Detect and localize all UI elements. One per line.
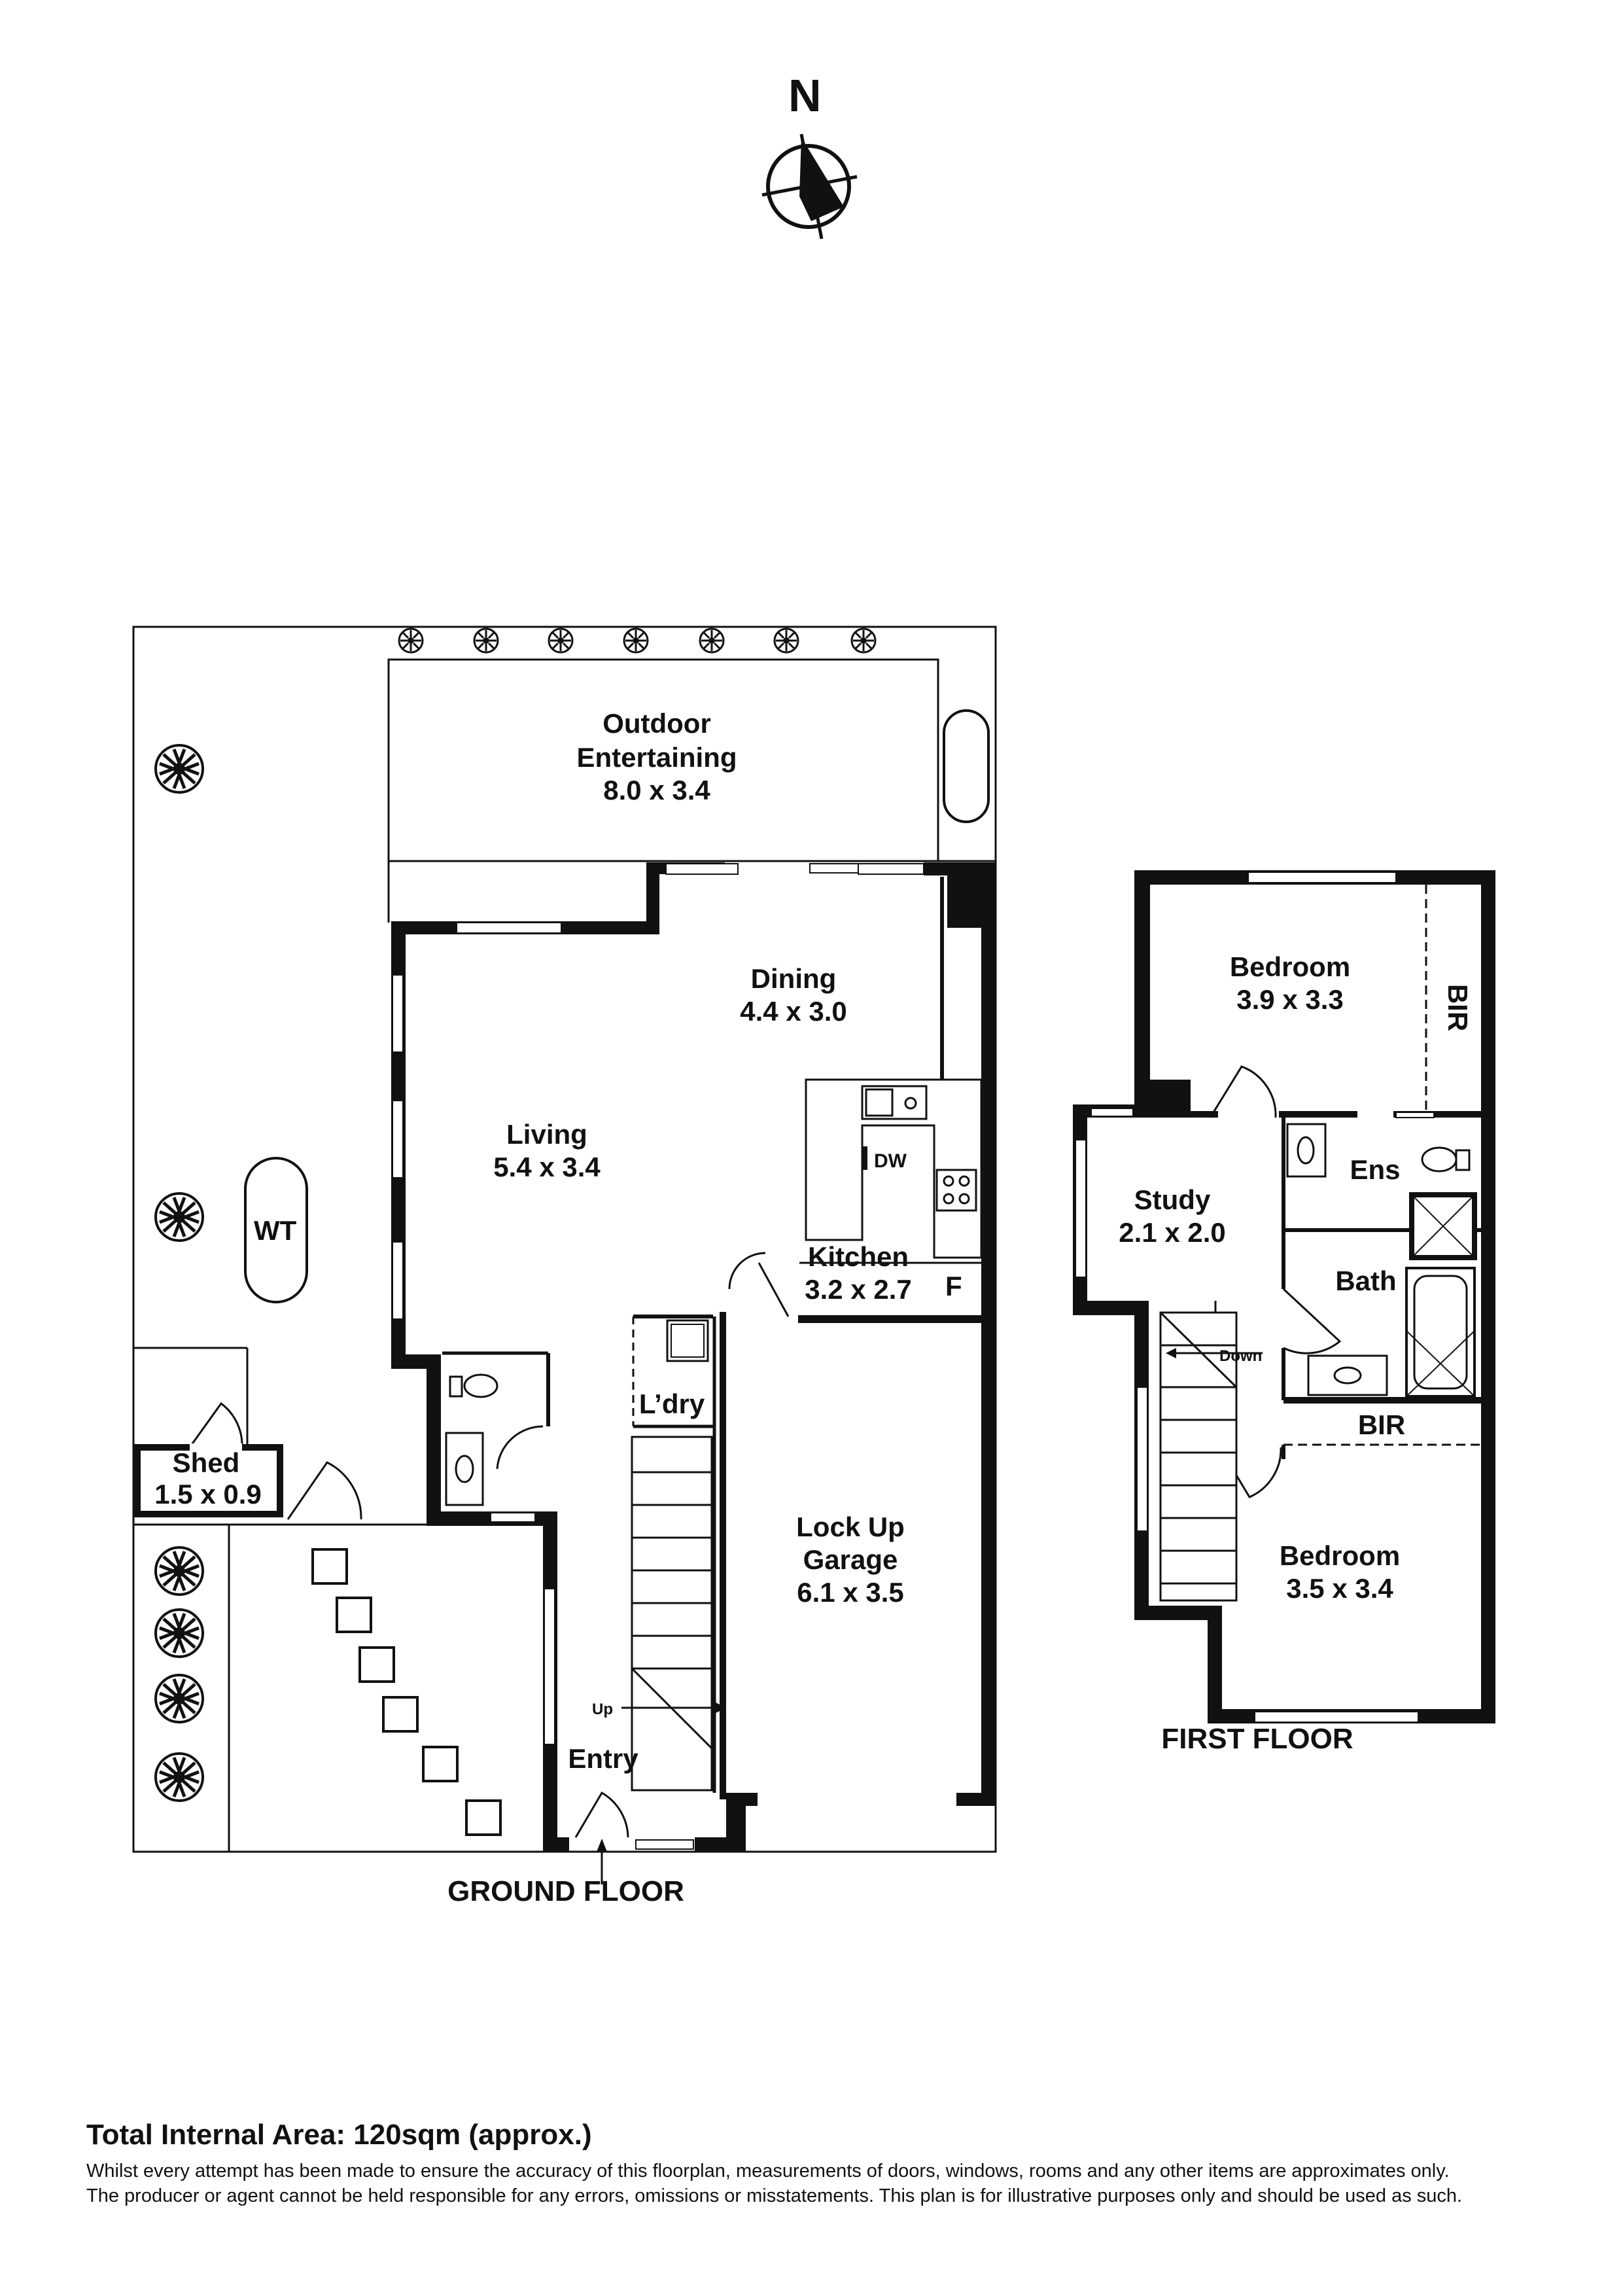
vanity: [445, 1432, 484, 1506]
dining-name: Dining: [751, 963, 837, 994]
garden-trees: [156, 745, 203, 1801]
bedroom1-name: Bedroom: [1230, 951, 1350, 982]
rain-tank: [943, 709, 990, 823]
water-tank: [244, 1157, 308, 1303]
laundry-tub: [666, 1319, 709, 1362]
kitchen-door: [728, 1252, 766, 1290]
shed-name: Shed: [173, 1447, 240, 1478]
toilet: [463, 1373, 498, 1398]
hedge-shrubs: [398, 627, 877, 654]
cooktop: [935, 1169, 977, 1212]
bath-door: [1282, 1288, 1342, 1354]
bedroom1-size: 3.9 x 3.3: [1236, 984, 1343, 1015]
powder-door: [496, 1425, 544, 1470]
study-size: 2.1 x 2.0: [1119, 1217, 1225, 1248]
compass-arrow: [799, 137, 844, 221]
kitchen-name: Kitchen: [808, 1241, 909, 1272]
bedroom1-door: [1209, 1065, 1277, 1118]
kitchen-size: 3.2 x 2.7: [805, 1274, 911, 1305]
bedroom2-door: [1217, 1444, 1282, 1498]
study-name: Study: [1134, 1184, 1211, 1215]
bedroom2-size: 3.5 x 3.4: [1286, 1573, 1393, 1604]
dishwasher-label: DW: [874, 1150, 907, 1172]
north-label: N: [788, 70, 822, 121]
ground-floor-title: GROUND FLOOR: [447, 1875, 684, 1907]
first-floor-title: FIRST FLOOR: [1161, 1723, 1353, 1755]
stairs-up-label: Up: [592, 1701, 613, 1718]
stairs-down-label: Down: [1219, 1347, 1262, 1365]
ensuite-toilet: [1421, 1146, 1457, 1173]
dishwasher-box: [862, 1146, 867, 1170]
first-windows: [1075, 872, 1435, 1723]
kitchen-bench: [805, 1078, 983, 1259]
laundry-name: L’dry: [639, 1388, 705, 1419]
outdoor-entertaining-size: 8.0 x 3.4: [603, 775, 710, 805]
ground-windows: [392, 863, 924, 1850]
first-stairs: [1159, 1311, 1263, 1602]
fridge-label: F: [945, 1271, 962, 1301]
north-compass: N: [761, 70, 858, 239]
ensuite-vanity: [1286, 1123, 1327, 1178]
ground-stairs: [621, 1436, 726, 1792]
water-tank-label: WT: [254, 1215, 297, 1246]
stepping-stones: [311, 1548, 502, 1836]
living-size: 5.4 x 3.4: [493, 1152, 601, 1182]
first-floor-plan: Down Bedroom 3.9 x 3.3 BIR Study 2.1 x 2…: [1073, 870, 1495, 1755]
entry-name: Entry: [568, 1743, 638, 1774]
bath-name: Bath: [1335, 1265, 1396, 1296]
ground-floor-plan: WT: [132, 626, 997, 1907]
compass-circle: [766, 144, 851, 229]
garage-size: 6.1 x 3.5: [797, 1577, 903, 1608]
disclaimer-line-1: Whilst every attempt has been made to en…: [86, 2161, 1450, 2181]
ensuite-name: Ens: [1350, 1154, 1400, 1185]
bir-horizontal-label: BIR: [1358, 1409, 1405, 1440]
bedroom2-name: Bedroom: [1280, 1540, 1400, 1571]
shed-size: 1.5 x 0.9: [154, 1479, 261, 1510]
bath-vanity: [1307, 1354, 1388, 1396]
entry-door: [574, 1791, 629, 1838]
bir-vertical-label: BIR: [1442, 984, 1473, 1031]
sink: [861, 1085, 928, 1120]
dining-size: 4.4 x 3.0: [740, 996, 846, 1027]
total-internal-area: Total Internal Area: 120sqm (approx.): [86, 2119, 592, 2151]
disclaimer-line-2: The producer or agent cannot be held res…: [86, 2185, 1463, 2206]
living-name: Living: [506, 1119, 587, 1150]
bathtub: [1405, 1267, 1476, 1398]
